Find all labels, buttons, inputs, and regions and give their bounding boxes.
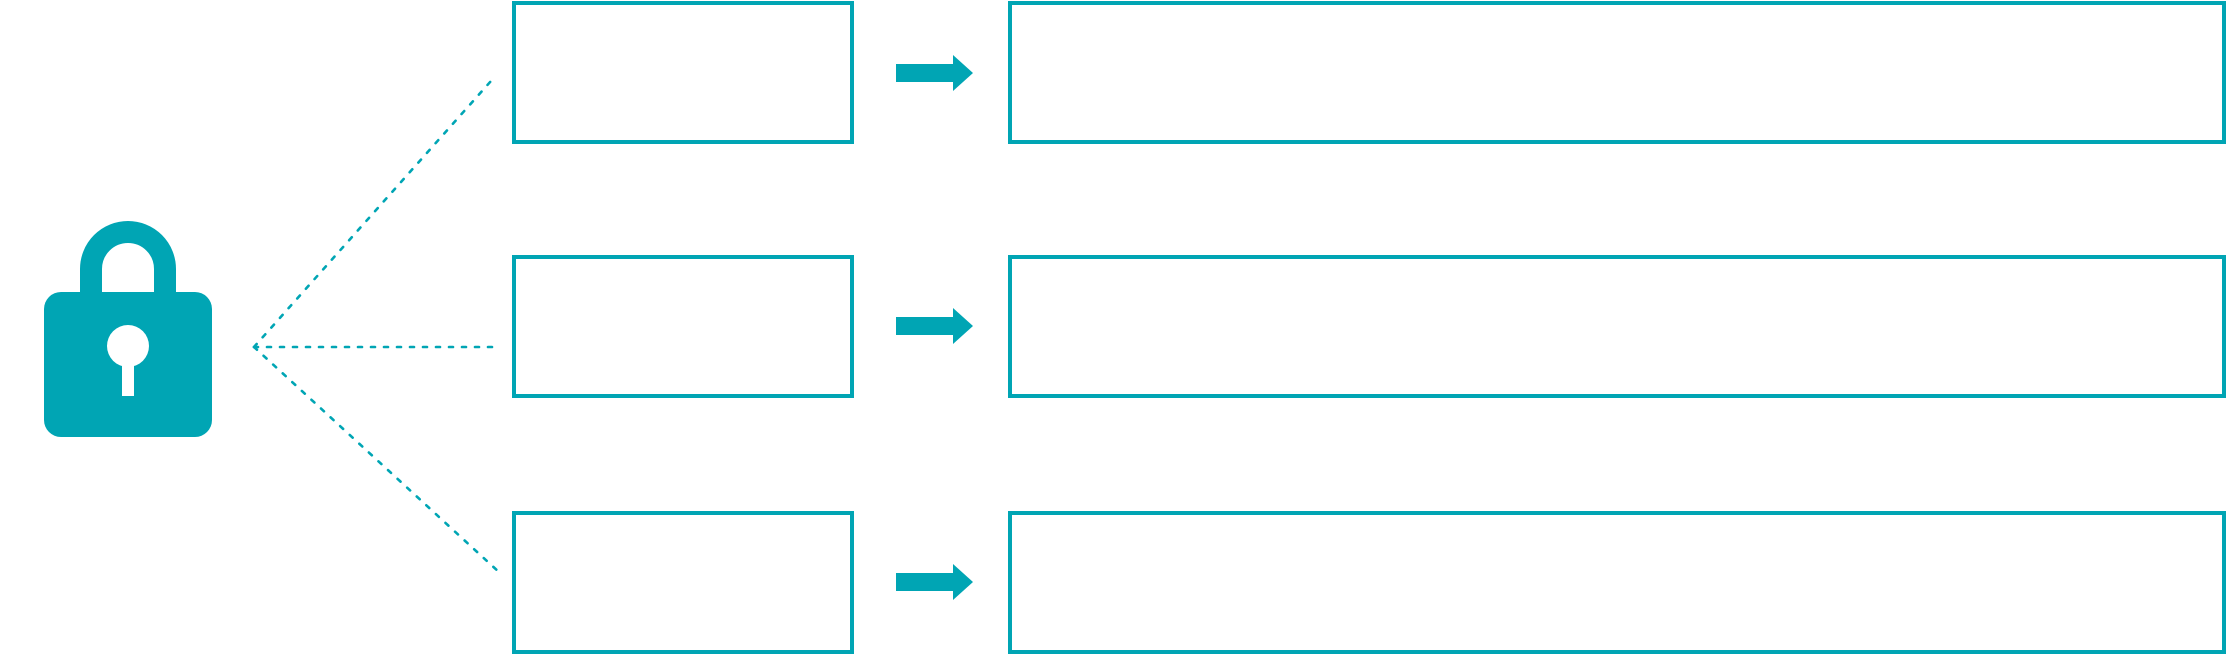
- connector-line-top: [252, 79, 493, 349]
- target-box-3: [1008, 511, 2226, 654]
- right-arrow-icon: [896, 564, 973, 600]
- source-box-2: [512, 255, 854, 398]
- lock-icon: [44, 221, 212, 437]
- connector-lines: [252, 79, 502, 575]
- right-arrow-icon: [896, 55, 973, 91]
- source-box-3: [512, 511, 854, 654]
- source-box-1: [512, 1, 854, 144]
- target-box-1: [1008, 1, 2226, 144]
- connector-line-bottom: [252, 345, 502, 575]
- right-arrow-icon: [896, 308, 973, 344]
- target-box-2: [1008, 255, 2226, 398]
